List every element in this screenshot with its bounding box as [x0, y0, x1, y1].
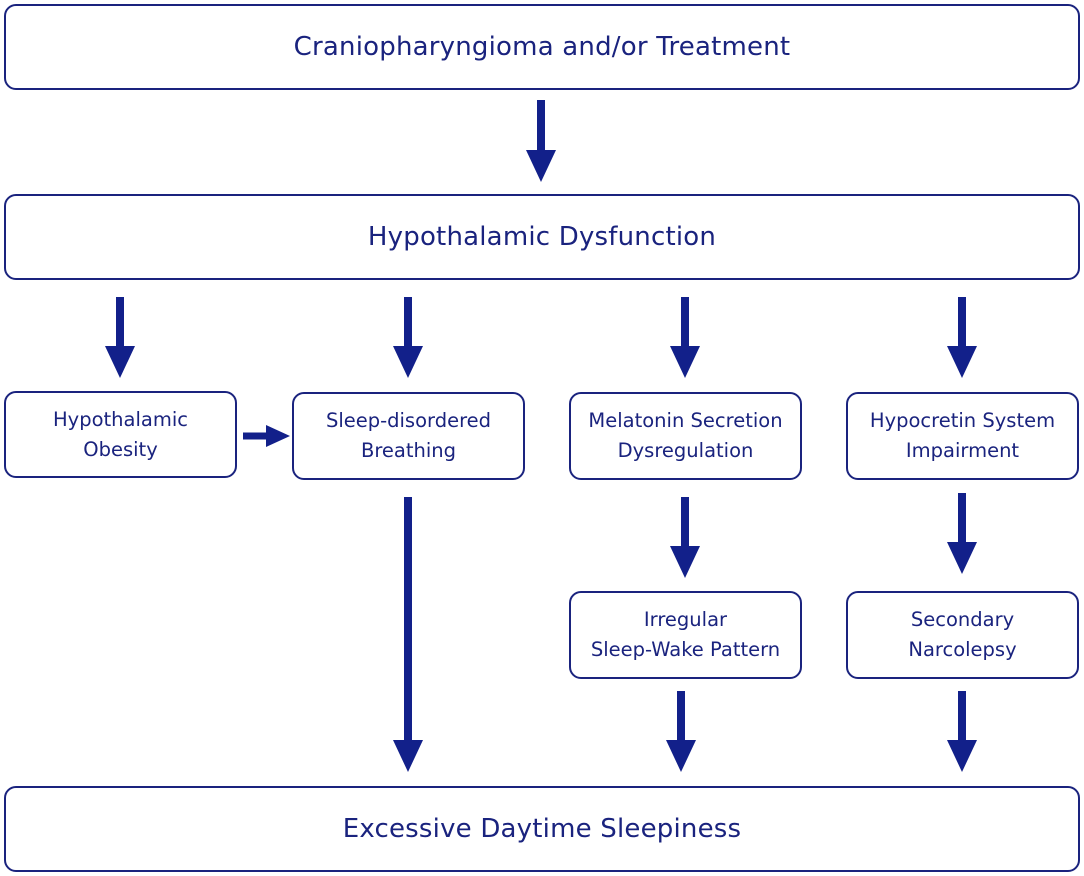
node-hypothalamic-obesity-line-2: Obesity [83, 437, 158, 461]
node-hypocretin-system-impairment: Hypocretin System Impairment [846, 392, 1079, 480]
node-melatonin-secretion-dysregulation: Melatonin Secretion Dysregulation [569, 392, 802, 480]
node-hypothalamic-obesity: Hypothalamic Obesity [4, 391, 237, 478]
node-sleep-disordered-breathing-line-1: Sleep-disordered [325, 409, 492, 432]
arrow-hypo-to-sdb [393, 297, 423, 378]
node-sleep-disordered-breathing: Sleep-disordered Breathing [292, 392, 525, 480]
arrow-obesity-to-sdb [243, 425, 290, 447]
arrow-sdb-to-eds [393, 497, 423, 772]
arrow-hypo-to-melatonin [670, 297, 700, 378]
node-hypocretin-line-2: Impairment [905, 439, 1020, 462]
node-excessive-daytime-sleepiness-label: Excessive Daytime Sleepiness [342, 814, 742, 844]
node-irregular-line-2: Sleep-Wake Pattern [590, 638, 781, 661]
node-craniopharyngioma-label: Craniopharyngioma and/or Treatment [293, 32, 791, 62]
node-melatonin-line-2: Dysregulation [617, 439, 754, 462]
arrow-hypo-to-hypocretin [947, 297, 977, 378]
node-narcolepsy-line-2: Narcolepsy [908, 638, 1017, 661]
node-narcolepsy-line-1: Secondary [910, 608, 1015, 631]
node-melatonin-line-1: Melatonin Secretion [588, 409, 783, 432]
arrow-melatonin-to-irregular [670, 497, 700, 578]
node-hypothalamic-obesity-line-1: Hypothalamic [53, 407, 188, 431]
node-hypothalamic-dysfunction-label: Hypothalamic Dysfunction [367, 222, 717, 252]
node-irregular-line-1: Irregular [643, 608, 728, 631]
node-sleep-disordered-breathing-line-2: Breathing [360, 439, 457, 462]
node-craniopharyngioma: Craniopharyngioma and/or Treatment [4, 4, 1080, 90]
node-hypocretin-line-1: Hypocretin System [869, 409, 1056, 432]
node-irregular-sleep-wake-pattern: Irregular Sleep-Wake Pattern [569, 591, 802, 679]
arrow-hypo-to-obesity [105, 297, 135, 378]
node-secondary-narcolepsy: Secondary Narcolepsy [846, 591, 1079, 679]
arrow-irregular-to-eds [666, 691, 696, 772]
arrow-cranio-to-hypo [526, 100, 556, 182]
node-excessive-daytime-sleepiness: Excessive Daytime Sleepiness [4, 786, 1080, 872]
node-hypothalamic-dysfunction: Hypothalamic Dysfunction [4, 194, 1080, 280]
arrow-hypocretin-to-narcolepsy [947, 493, 977, 574]
arrow-narcolepsy-to-eds [947, 691, 977, 772]
